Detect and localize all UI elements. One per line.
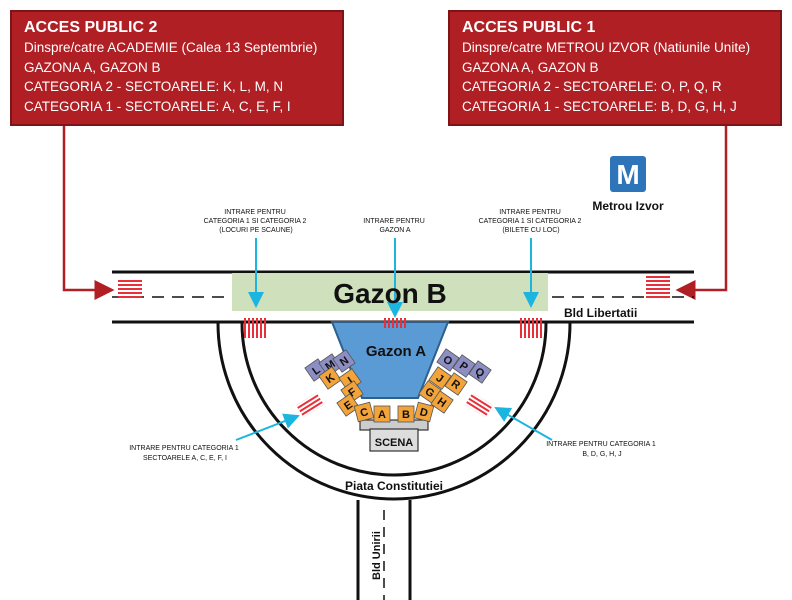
- sector-K: K: [318, 366, 342, 390]
- sector-B: B: [397, 405, 415, 423]
- sector-A: A: [373, 405, 391, 423]
- sector-label: I: [346, 375, 355, 387]
- acces-public-2-line: GAZONA A, GAZON B: [24, 59, 161, 75]
- sector-label: C: [359, 406, 370, 420]
- sector-box: [413, 401, 435, 423]
- gate-left-road: [118, 278, 142, 298]
- entrance-label-center: INTRARE PENTRU GAZON A: [363, 218, 426, 234]
- entrance-label-right-bottom: INTRARE PENTRU CATEGORIA 1 B, D, G, H, J: [546, 441, 658, 458]
- scena-block: [369, 428, 419, 452]
- sector-box: [468, 360, 492, 384]
- acces-public-1-box: ACCES PUBLIC 1 Dinspre/catre METROU IZVO…: [448, 10, 782, 126]
- entrance-line: INTRARE PENTRU: [363, 218, 424, 225]
- sector-box: [373, 405, 391, 423]
- sector-box: [428, 366, 452, 390]
- sector-box: [332, 349, 356, 373]
- entrance-line: CATEGORIA 1 SI CATEGORIA 2: [479, 218, 582, 225]
- sector-C: C: [353, 401, 375, 423]
- sector-box: [444, 372, 468, 396]
- arrow-left-bottom: [235, 413, 300, 441]
- sector-R: R: [444, 372, 468, 396]
- acces-public-2-line: CATEGORIA 2 - SECTOARELE: K, L, M, N: [24, 79, 284, 94]
- gazon-a-label: Gazon A: [366, 343, 426, 360]
- entrance-label-left-bottom: INTRARE PENTRU CATEGORIA 1 SECTOARELE A,…: [129, 445, 241, 462]
- access-2-route: [62, 126, 115, 300]
- sector-P: P: [452, 354, 476, 378]
- entrance-line: (LOCURI PE SCAUNE): [219, 227, 293, 234]
- entrance-line: SECTOARELE A, C, E, F, I: [143, 455, 227, 462]
- sector-box: [336, 393, 360, 417]
- gate-right-top: [520, 318, 544, 338]
- acces-public-2-line: CATEGORIA 1 - SECTOARELE: A, C, E, F, I: [24, 98, 291, 114]
- sector-Q: Q: [468, 360, 492, 384]
- entrance-line: GAZON A: [379, 227, 410, 234]
- acces-public-1-title: ACCES PUBLIC 1: [462, 19, 596, 36]
- gate-left-top: [244, 318, 268, 338]
- gate-right-bottom: [465, 392, 493, 418]
- sector-label: A: [378, 409, 386, 421]
- sector-H: H: [430, 390, 454, 414]
- acces-public-1-line: GAZONA A, GAZON B: [462, 59, 599, 75]
- entrance-line: INTRARE PENTRU: [499, 209, 560, 216]
- sector-D: D: [413, 401, 435, 423]
- acces-public-2-title: ACCES PUBLIC 2: [24, 19, 158, 36]
- sector-box: [397, 405, 415, 423]
- entrance-label-right-top: INTRARE PENTRU CATEGORIA 1 SI CATEGORIA …: [479, 209, 584, 234]
- entrance-line: INTRARE PENTRU CATEGORIA 1: [129, 445, 239, 452]
- sector-box: [452, 354, 476, 378]
- sector-J: J: [428, 366, 452, 390]
- entrance-line: INTRARE PENTRU: [224, 209, 285, 216]
- entrance-line: CATEGORIA 1 SI CATEGORIA 2: [204, 218, 307, 225]
- piata-outer-ring: [216, 322, 572, 501]
- street-unirii-label: Bld Unirii: [371, 531, 383, 580]
- access-1-route: [675, 126, 728, 300]
- gazon-b-label: Gazon B: [333, 278, 447, 309]
- sector-box: [436, 348, 460, 372]
- metro-name: Metrou Izvor: [592, 199, 664, 213]
- acces-public-1-line: CATEGORIA 1 - SECTOARELE: B, D, G, H, J: [462, 98, 737, 114]
- arrow-right-bottom: [494, 407, 553, 441]
- entrance-line: (BILETE CU LOC): [502, 227, 559, 234]
- entrance-line: INTRARE PENTRU CATEGORIA 1: [546, 441, 656, 448]
- entrance-line: B, D, G, H, J: [582, 451, 621, 458]
- scena-label: SCENA: [375, 437, 414, 449]
- sector-box: [430, 390, 454, 414]
- sector-label: B: [402, 409, 410, 421]
- sector-label: J: [433, 372, 445, 385]
- acces-public-2-line: Dinspre/catre ACADEMIE (Calea 13 Septemb…: [24, 40, 318, 55]
- sector-label: D: [418, 406, 429, 420]
- acces-public-1-line: CATEGORIA 2 - SECTOARELE: O, P, Q, R: [462, 79, 722, 94]
- acces-public-2-box: ACCES PUBLIC 2 Dinspre/catre ACADEMIE (C…: [10, 10, 344, 126]
- gate-left-bottom: [296, 392, 324, 418]
- acces-public-1-line: Dinspre/catre METROU IZVOR (Natiunile Un…: [462, 40, 751, 55]
- street-piata-label: Piata Constitutiei: [345, 479, 443, 493]
- sector-box: [353, 401, 375, 423]
- piata-inner-ring: [240, 322, 548, 477]
- sector-N: N: [332, 349, 356, 373]
- sector-E: E: [336, 393, 360, 417]
- sector-box: [318, 366, 342, 390]
- street-libertatii-label: Bld Libertatii: [564, 306, 637, 320]
- metro-letter: M: [616, 159, 639, 190]
- sector-O: O: [436, 348, 460, 372]
- entrance-label-left-top: INTRARE PENTRU CATEGORIA 1 SI CATEGORIA …: [204, 209, 309, 234]
- gate-center: [382, 318, 408, 328]
- gate-right-road: [646, 276, 670, 298]
- metro-icon: [610, 156, 646, 192]
